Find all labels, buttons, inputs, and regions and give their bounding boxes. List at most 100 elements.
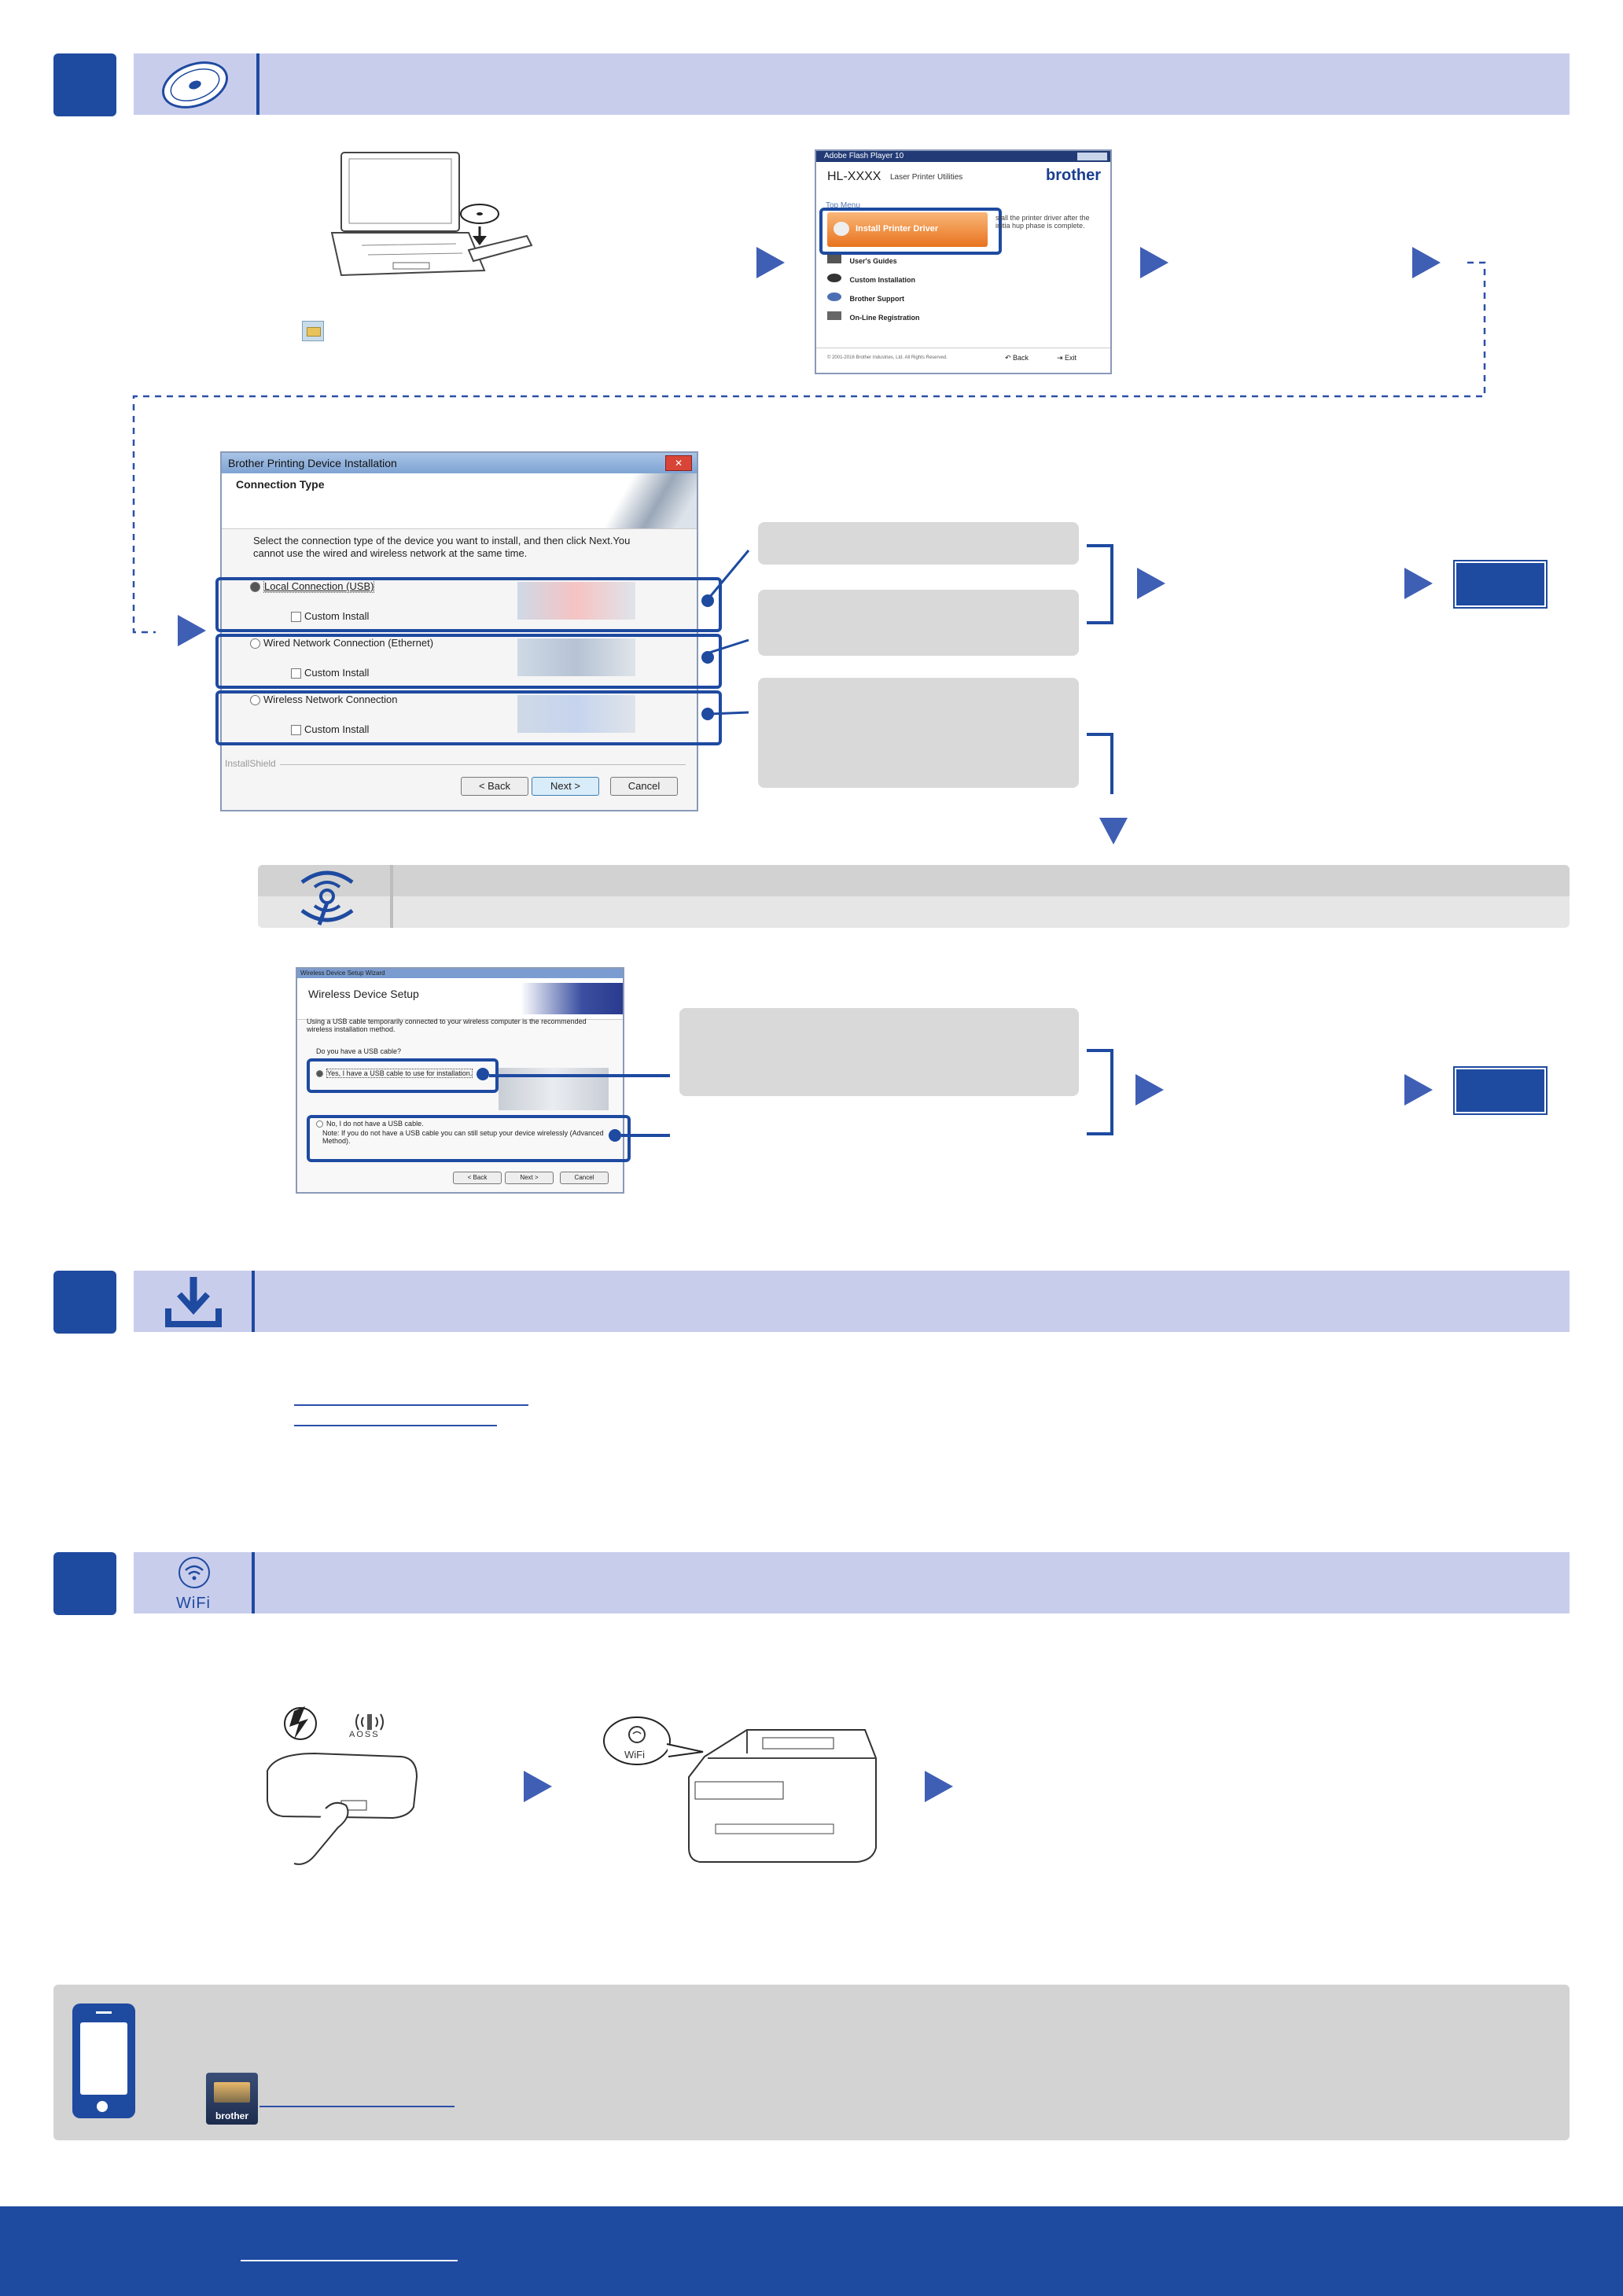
download-link-1[interactable]: [294, 1404, 528, 1406]
laptop-insert-cd-illustration: [330, 152, 533, 277]
flow-arrow-right: [1404, 1074, 1433, 1106]
bracket-connector: [1087, 1049, 1113, 1135]
checkbox-label: Custom Install: [304, 667, 370, 679]
aoss-label: AOSS: [349, 1730, 380, 1739]
option-usb[interactable]: Local Connection (USB): [250, 580, 375, 593]
usb-option-highlight: [215, 577, 722, 632]
option-no-usb[interactable]: No, I do not have a USB cable.: [316, 1120, 424, 1128]
section-header-cd: [134, 53, 1570, 115]
printer-wifi-illustration: [603, 1716, 877, 1863]
window-title: Adobe Flash Player 10: [816, 151, 1110, 162]
install-side-note: stall the printer driver after the initi…: [996, 214, 1090, 230]
model-name: HL-XXXX: [827, 170, 881, 183]
callout-line: [489, 1074, 670, 1077]
back-label: Back: [1013, 354, 1029, 362]
callout-dot: [701, 594, 714, 607]
banner-graphic: [594, 473, 697, 528]
option-label: No, I do not have a USB cable.: [326, 1120, 424, 1128]
support-icon: [827, 293, 841, 301]
menu-item-custom-installation[interactable]: Custom Installation: [827, 272, 992, 285]
header-divider: [252, 1271, 255, 1332]
back-button[interactable]: ↶ Back: [1005, 354, 1029, 362]
wireless-connection-image: [517, 695, 635, 733]
custom-install-wired[interactable]: Custom Install: [291, 667, 369, 679]
brother-app-icon[interactable]: brother: [206, 2073, 258, 2125]
callout-dot: [477, 1068, 489, 1080]
menu-item-label: Brother Support: [849, 295, 904, 303]
header-divider: [256, 53, 259, 115]
header-divider: [252, 1552, 255, 1613]
option-label: Wired Network Connection (Ethernet): [263, 637, 434, 649]
callout-line: [621, 1134, 670, 1137]
wireless-banner-icon: [521, 983, 623, 1014]
radio[interactable]: [250, 638, 260, 649]
back-button[interactable]: < Back: [453, 1172, 502, 1184]
banner-divider: [390, 865, 393, 928]
dialog-banner: Wireless Device Setup: [297, 978, 623, 1020]
radio[interactable]: [250, 695, 260, 706]
bracket-connector: [1087, 544, 1113, 624]
installshield-label: InstallShield: [225, 758, 276, 769]
back-button[interactable]: < Back: [461, 777, 528, 796]
phone-screen: [80, 2022, 127, 2095]
checkbox[interactable]: [291, 612, 301, 623]
checkbox[interactable]: [291, 668, 301, 679]
flow-arrow-right: [925, 1771, 953, 1802]
radio[interactable]: [316, 1120, 323, 1128]
menu-item-online-registration[interactable]: On-Line Registration: [827, 310, 992, 322]
download-link-2[interactable]: [294, 1425, 497, 1426]
printer-utilities-window: Adobe Flash Player 10 HL-XXXX Laser Prin…: [815, 149, 1112, 374]
phone-home-button: [97, 2101, 108, 2112]
dialog-description: Select the connection type of the device…: [253, 535, 631, 559]
cancel-button[interactable]: Cancel: [610, 777, 678, 796]
option-wired[interactable]: Wired Network Connection (Ethernet): [250, 637, 433, 649]
footer-link[interactable]: [241, 2260, 458, 2261]
footer-band: [0, 2206, 1623, 2296]
menu-item-users-guides[interactable]: User's Guides: [827, 253, 992, 266]
books-icon: [827, 255, 841, 263]
wifi-icon: [178, 1557, 210, 1588]
registration-icon: [827, 311, 841, 320]
menu-item-label: Custom Installation: [849, 276, 915, 284]
custom-install-usb[interactable]: Custom Install: [291, 610, 370, 623]
custom-install-wireless[interactable]: Custom Install: [291, 723, 369, 736]
wired-connection-image: [517, 638, 635, 676]
window-controls[interactable]: [1077, 153, 1107, 160]
option-yes-usb[interactable]: Yes, I have a USB cable to use for insta…: [316, 1069, 473, 1078]
cd-disc-icon: [162, 61, 228, 109]
next-button[interactable]: Next >: [505, 1172, 554, 1184]
install-printer-driver-button[interactable]: Install Printer Driver: [827, 212, 988, 247]
radio-selected[interactable]: [316, 1070, 323, 1078]
callout-dot: [609, 1129, 621, 1142]
note-box-wireless-usb: [679, 1008, 1079, 1096]
exit-label: Exit: [1065, 354, 1077, 362]
top-menu-label: Top Menu: [826, 201, 860, 210]
mobile-printing-panel: [53, 1985, 1570, 2140]
note-box-wired: [758, 590, 1079, 656]
wireless-path-line: [1110, 733, 1113, 794]
usb-question: Do you have a USB cable?: [316, 1047, 402, 1055]
download-icon: [165, 1277, 222, 1327]
app-download-link[interactable]: [259, 2106, 455, 2107]
checkbox[interactable]: [291, 725, 301, 736]
next-button[interactable]: Next >: [532, 777, 599, 796]
exit-button[interactable]: ⇥ Exit: [1057, 354, 1077, 362]
close-icon: ✕: [674, 458, 683, 469]
flow-arrow-right: [756, 247, 785, 278]
printer-wifi-label: WiFi: [624, 1749, 645, 1761]
radio-selected[interactable]: [250, 582, 260, 593]
dialog-description: Using a USB cable temporarily connected …: [307, 1017, 587, 1033]
wired-option-highlight: [215, 634, 722, 689]
cancel-button[interactable]: Cancel: [560, 1172, 609, 1184]
menu-item-brother-support[interactable]: Brother Support: [827, 291, 992, 304]
option-wireless[interactable]: Wireless Network Connection: [250, 694, 398, 706]
step-number-box-1: [53, 53, 116, 116]
close-button[interactable]: ✕: [665, 455, 692, 471]
installshield-divider: [280, 764, 686, 765]
no-usb-highlight: [307, 1115, 631, 1162]
checkbox-label: Custom Install: [304, 610, 370, 622]
app-printer-image: [214, 2082, 250, 2103]
option-label: Wireless Network Connection: [263, 694, 398, 705]
dialog-title: Wireless Device Setup Wizard: [297, 969, 623, 978]
dialog-heading: Connection Type: [236, 478, 325, 491]
